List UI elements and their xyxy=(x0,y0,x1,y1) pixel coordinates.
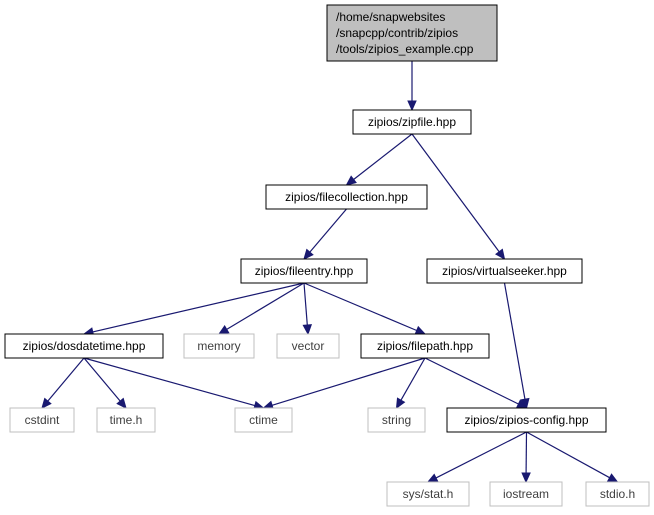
node-cstdint[interactable]: cstdint xyxy=(9,407,75,433)
edge-zipfile-to-virtualseeker xyxy=(411,133,500,253)
node-zipfile[interactable]: zipios/zipfile.hpp xyxy=(352,109,472,135)
edge-fileentry-to-filepath xyxy=(303,282,417,332)
arrowhead-filecollection-to-fileentry xyxy=(303,248,314,260)
arrowhead-filepath-to-string xyxy=(395,397,406,410)
arrowhead-zipfile-to-virtualseeker xyxy=(495,248,506,260)
label-virtualseeker: zipios/virtualseeker.hpp xyxy=(442,264,567,278)
label-fileentry: zipios/fileentry.hpp xyxy=(255,264,354,278)
edge-filepath-to-zipios_config xyxy=(424,357,519,405)
label-sys-stat: sys/stat.h xyxy=(403,487,454,501)
label-filecollection: zipios/filecollection.hpp xyxy=(285,190,408,204)
label-string: string xyxy=(382,413,411,427)
arrowhead-virtualseeker-to-zipios_config xyxy=(520,397,530,410)
label-filepath: zipios/filepath.hpp xyxy=(377,339,473,353)
label-iostream: iostream xyxy=(503,487,549,501)
root-line-2: /snapcpp/contrib/zipios xyxy=(336,26,458,40)
node-string[interactable]: string xyxy=(367,407,426,433)
root-line-3: /tools/zipios_example.cpp xyxy=(336,42,474,56)
label-zipfile: zipios/zipfile.hpp xyxy=(368,115,456,129)
label-memory: memory xyxy=(197,339,240,353)
arrowhead-fileentry-to-filepath xyxy=(414,325,427,335)
label-ctime: ctime xyxy=(249,413,278,427)
node-root-file[interactable]: /home/snapwebsites /snapcpp/contrib/zipi… xyxy=(326,4,498,62)
label-dosdatetime: zipios/dosdatetime.hpp xyxy=(23,339,146,353)
svg-text:/snapcpp/contrib/zipios: /snapcpp/contrib/zipios xyxy=(336,26,458,40)
arrowhead-dosdatetime-to-cstdint xyxy=(41,397,52,409)
label-vector: vector xyxy=(292,339,325,353)
edge-fileentry-to-dosdatetime xyxy=(92,282,305,333)
arrowhead-zipios_config-to-iostream xyxy=(521,472,531,484)
node-zipios-config[interactable]: zipios/zipios-config.hpp xyxy=(446,407,607,433)
node-vector[interactable]: vector xyxy=(276,333,340,359)
svg-text:/tools/zipios_example.cpp: /tools/zipios_example.cpp xyxy=(336,42,474,56)
node-dosdatetime[interactable]: zipios/dosdatetime.hpp xyxy=(4,333,164,359)
arrowhead-root-to-zipfile xyxy=(407,100,417,112)
edge-fileentry-to-memory xyxy=(226,282,305,330)
arrowhead-zipios_config-to-stdio xyxy=(606,473,619,483)
arrowhead-fileentry-to-memory xyxy=(217,325,230,335)
edge-filepath-to-ctime xyxy=(271,357,426,406)
node-ctime[interactable]: ctime xyxy=(234,407,293,433)
node-fileentry[interactable]: zipios/fileentry.hpp xyxy=(240,258,368,284)
node-stdio-h[interactable]: stdio.h xyxy=(585,481,650,507)
edge-filecollection-to-fileentry xyxy=(309,208,347,253)
edge-dosdatetime-to-time_h xyxy=(83,357,121,402)
label-cstdint: cstdint xyxy=(25,413,60,427)
root-line-1: /home/snapwebsites xyxy=(336,10,445,24)
arrowhead-dosdatetime-to-time_h xyxy=(116,397,127,409)
node-memory[interactable]: memory xyxy=(183,333,255,359)
edge-zipios_config-to-stdio xyxy=(526,431,610,479)
arrowhead-fileentry-to-vector xyxy=(302,324,313,336)
edge-zipios_config-to-sys_stat xyxy=(435,431,527,479)
arrowhead-zipios_config-to-sys_stat xyxy=(426,473,439,483)
edge-fileentry-to-vector xyxy=(303,282,308,326)
edge-virtualseeker-to-zipios_config xyxy=(503,282,526,400)
arrowhead-zipfile-to-filecollection xyxy=(345,175,357,186)
edge-filepath-to-string xyxy=(400,357,426,401)
edge-zipfile-to-filecollection xyxy=(353,133,413,180)
label-stdio-h: stdio.h xyxy=(600,487,635,501)
node-sys-stat[interactable]: sys/stat.h xyxy=(386,481,470,507)
node-filecollection[interactable]: zipios/filecollection.hpp xyxy=(265,184,428,210)
node-time-h[interactable]: time.h xyxy=(96,407,156,433)
edge-dosdatetime-to-cstdint xyxy=(47,357,85,402)
label-zipios-config: zipios/zipios-config.hpp xyxy=(464,413,588,427)
label-time-h: time.h xyxy=(110,413,143,427)
edge-dosdatetime-to-ctime xyxy=(83,357,255,407)
node-virtualseeker[interactable]: zipios/virtualseeker.hpp xyxy=(426,258,583,284)
node-iostream[interactable]: iostream xyxy=(489,481,563,507)
node-filepath[interactable]: zipios/filepath.hpp xyxy=(360,333,490,359)
svg-text:/home/snapwebsites: /home/snapwebsites xyxy=(336,10,445,24)
